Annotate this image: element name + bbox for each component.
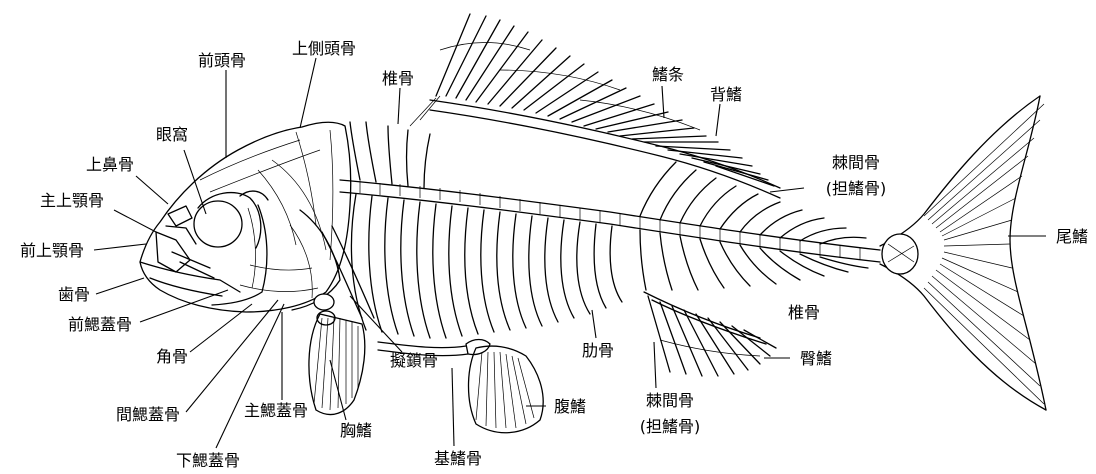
anal-fin xyxy=(644,292,776,376)
pelvic-fin xyxy=(469,346,544,433)
label-interspinal-bottom: 棘間骨 xyxy=(646,391,694,410)
label-dorsal-fin: 背鰭 xyxy=(710,85,742,104)
fish-skeleton-illustration xyxy=(140,14,1046,433)
label-interspinal-top: 棘間骨 xyxy=(832,153,880,172)
pectoral-girdle xyxy=(314,226,374,325)
label-pectoral-fin: 胸鰭 xyxy=(340,421,372,440)
caudal-fin xyxy=(880,96,1046,410)
label-caudal-fin: 尾鰭 xyxy=(1056,227,1088,246)
label-basipterygium: 基鰭骨 xyxy=(434,449,482,468)
label-epiotic-bone: 上側頭骨 xyxy=(292,39,356,58)
label-maxilla: 主上顎骨 xyxy=(40,191,104,210)
label-pterygiophore-bottom: (担鰭骨) xyxy=(640,417,701,436)
label-subopercle: 下鰓蓋骨 xyxy=(176,451,240,470)
label-preopercle: 前鰓蓋骨 xyxy=(68,315,132,334)
dorsal-fin xyxy=(410,14,780,198)
label-eye-orbit: 眼窩 xyxy=(156,125,188,144)
label-pterygiophore-top: (担鰭骨) xyxy=(826,179,887,198)
label-fin-rays: 鰭条 xyxy=(652,65,684,84)
labels: 前頭骨 上側頭骨 椎骨 鰭条 背鰭 眼窩 上鼻骨 主上顎骨 前上顎骨 歯骨 前鰓… xyxy=(20,39,1088,470)
label-nasal-bone: 上鼻骨 xyxy=(86,155,134,174)
label-premaxilla: 前上顎骨 xyxy=(20,241,84,260)
ribs xyxy=(351,194,622,338)
label-opercle: 主鰓蓋骨 xyxy=(244,401,308,420)
label-pelvic-fin: 腹鰭 xyxy=(554,397,586,416)
label-cleithrum: 擬鎖骨 xyxy=(390,351,438,370)
pectoral-fin xyxy=(309,314,365,415)
label-interopercle: 間鰓蓋骨 xyxy=(116,405,180,424)
eye-orbit xyxy=(194,191,268,248)
label-vertebra-top: 椎骨 xyxy=(382,69,414,88)
label-vertebra-right: 椎骨 xyxy=(788,303,820,322)
label-frontal-bone: 前頭骨 xyxy=(198,51,246,70)
label-angular: 角骨 xyxy=(156,347,188,366)
label-ribs: 肋骨 xyxy=(582,341,614,360)
neural-spines xyxy=(350,122,866,244)
skull xyxy=(140,122,351,312)
label-anal-fin: 臀鰭 xyxy=(800,349,832,368)
label-dentary: 歯骨 xyxy=(58,285,90,304)
